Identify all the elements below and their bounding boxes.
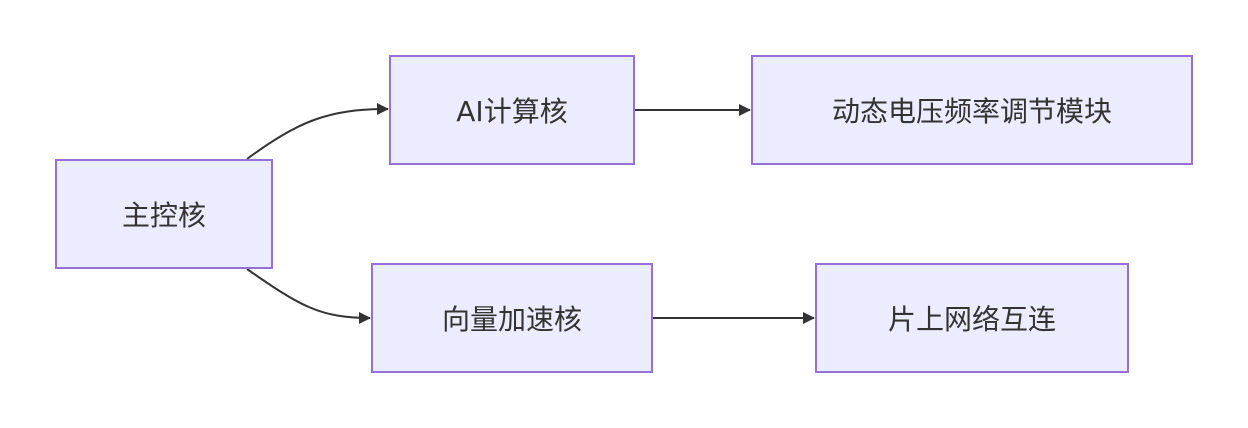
edge-main-to-vector — [246, 268, 371, 324]
node-main-core-label: 主控核 — [121, 199, 206, 232]
node-vector-core: 向量加速核 — [371, 263, 653, 373]
node-ai-core: AI计算核 — [389, 55, 635, 165]
node-noc-label: 片上网络互连 — [887, 303, 1056, 336]
node-noc: 片上网络互连 — [815, 263, 1129, 373]
node-ai-core-label: AI计算核 — [456, 95, 568, 128]
edge-main-to-ai — [246, 103, 389, 160]
node-vector-core-label: 向量加速核 — [441, 303, 582, 336]
node-dvfs-module: 动态电压频率调节模块 — [751, 55, 1193, 165]
node-dvfs-module-label: 动态电压频率调节模块 — [831, 95, 1112, 128]
node-main-core: 主控核 — [55, 159, 273, 269]
